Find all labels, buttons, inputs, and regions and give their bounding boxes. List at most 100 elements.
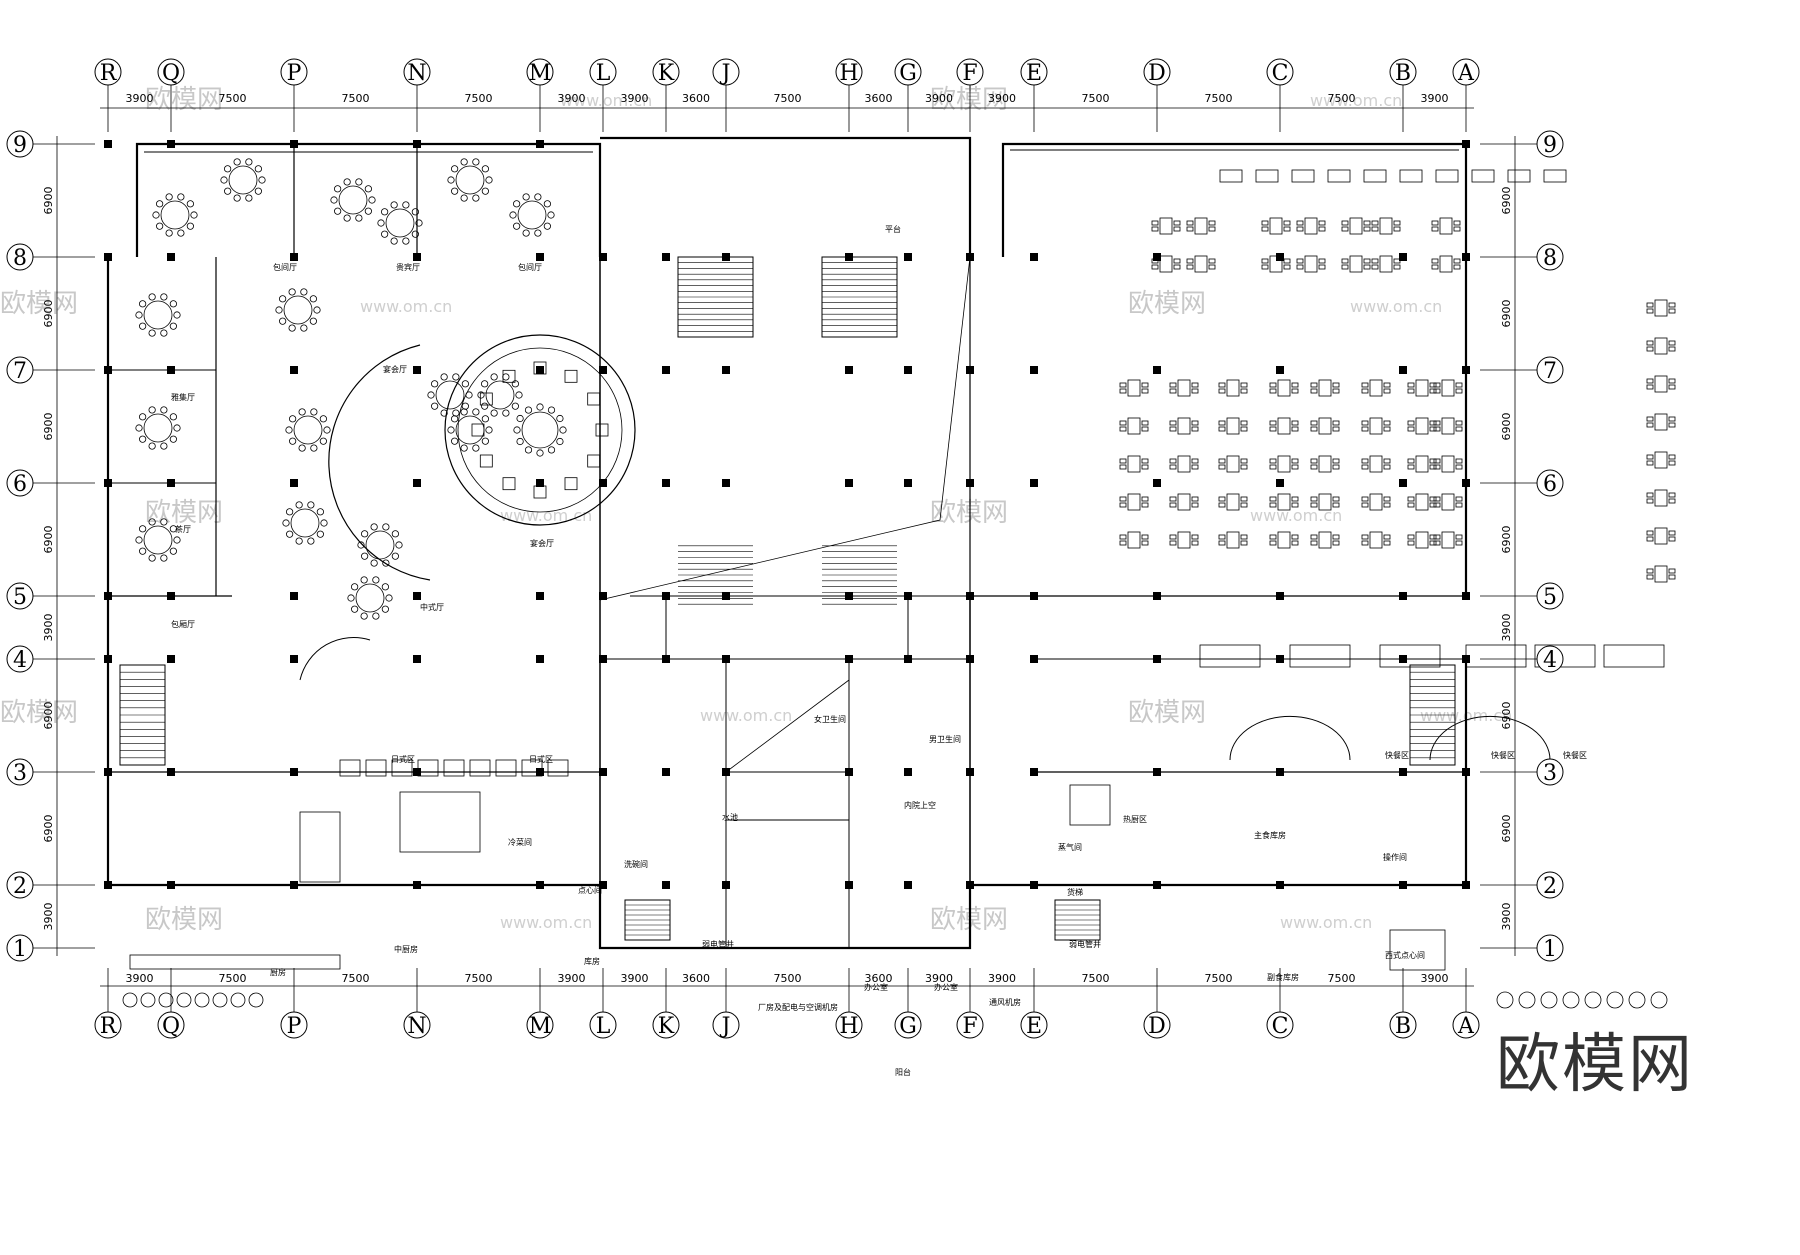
dining-col-1-chair (1141, 420, 1149, 426)
dining-north-col-3-table (1269, 255, 1283, 273)
dining-col-8-chair (1455, 464, 1463, 470)
stair-atrium-nw (677, 256, 754, 338)
dining-col-3-chair (1218, 382, 1226, 388)
kitchen-burner (194, 992, 210, 1008)
dining-col-4-chair (1291, 388, 1299, 394)
round-table-14-seat (372, 576, 380, 584)
round-table-6-seat (509, 211, 517, 219)
round-table-5-seat (460, 194, 468, 202)
round-table-1-seat (177, 229, 185, 237)
room-label-japanese2: 日式区 (529, 754, 553, 764)
dim-bottom-B: 3900 (1421, 972, 1449, 985)
watermark-logo-4: 欧模网 (0, 289, 78, 319)
structural-column (904, 479, 912, 487)
dim-top-Q: 7500 (219, 92, 247, 105)
round-table-2-seat (224, 187, 232, 195)
dining-col-4-chair (1269, 540, 1277, 546)
dining-north-col-2-chair (1186, 220, 1194, 226)
round-table-14-seat (372, 612, 380, 620)
dining-col-1-table (1127, 455, 1141, 473)
round-table-9-top (143, 525, 173, 555)
dining-col-2-chair (1191, 502, 1199, 508)
room-label-private3: 包间厅 (518, 262, 542, 272)
round-table-17 (477, 373, 523, 417)
structural-column (413, 592, 421, 600)
dim-right-3: 6900 (1500, 815, 1513, 843)
round-table-main-seat (536, 449, 544, 457)
round-table-12-seat (286, 508, 294, 516)
dining-col-7-chair (1407, 540, 1415, 546)
dining-north-col-4-table (1304, 255, 1318, 273)
dining-col-7-chair (1429, 388, 1437, 394)
service-counter-4 (1465, 644, 1527, 668)
round-table-14-top (355, 583, 385, 613)
round-table-11 (285, 408, 331, 452)
round-table-15-top (455, 415, 485, 445)
round-table-main-seat (513, 426, 521, 434)
dining-north-col-4-chair (1296, 258, 1304, 264)
round-table-8-seat (160, 406, 168, 414)
dining-north-col-2-table (1194, 217, 1208, 235)
round-table-11-seat (323, 426, 331, 434)
structural-column (722, 479, 730, 487)
dining-col-2-chair (1191, 426, 1199, 432)
dining-col-3-chair (1218, 534, 1226, 540)
round-table-8-seat (139, 413, 147, 421)
axis-label-bottom-C: C (1272, 1014, 1289, 1039)
round-table-17-seat (515, 391, 523, 399)
room-label-balcony: 阳台 (895, 1067, 911, 1077)
room-label-private6: 包厢厅 (171, 619, 195, 629)
japanese-counter-unit (417, 759, 439, 777)
room-label-office2: 办公室 (934, 982, 958, 992)
room-label-cooking: 操作间 (1383, 852, 1407, 862)
room-label-grocery: 副食库房 (1267, 972, 1299, 982)
axis-label-top-R: R (100, 61, 118, 86)
round-table-13-top (365, 530, 395, 560)
dim-left-7: 6900 (42, 413, 55, 441)
booth-table (1543, 169, 1567, 183)
watermark-url-10: www.om.cn (1280, 913, 1372, 932)
dining-north-col-2-chair (1208, 220, 1216, 226)
dining-col-3-chair (1218, 540, 1226, 546)
dining-col-2-chair (1191, 464, 1199, 470)
dining-col-7-table (1415, 493, 1429, 511)
round-table-10-seat (288, 288, 296, 296)
east-kitchen-burner (1628, 991, 1646, 1009)
dim-top-M: 3900 (558, 92, 586, 105)
round-table-5-seat (451, 187, 459, 195)
structural-column (1153, 479, 1161, 487)
dining-col-6-chair (1361, 540, 1369, 546)
dining-east-wall-col-chair (1646, 422, 1654, 428)
structural-column (599, 253, 607, 261)
kitchen-workstation (399, 791, 481, 853)
dining-col-3-chair (1240, 382, 1248, 388)
round-table-10-seat (313, 306, 321, 314)
banquet-ring-seat (587, 392, 601, 406)
dim-left-5: 3900 (42, 614, 55, 642)
axis-label-bottom-L: L (596, 1014, 611, 1039)
dining-east-wall-col-chair (1646, 340, 1654, 346)
dining-col-7-chair (1407, 496, 1415, 502)
round-table-13 (357, 523, 403, 567)
room-label-private2: 贵宾厅 (396, 262, 420, 272)
dining-east-wall-col-chair (1646, 416, 1654, 422)
japanese-counter-unit (521, 759, 543, 777)
east-kitchen-burner (1518, 991, 1536, 1009)
dining-col-7-table (1415, 455, 1429, 473)
dining-east-wall-col-table (1654, 527, 1668, 545)
room-label-steam: 蒸气间 (1058, 842, 1082, 852)
dim-top-C: 7500 (1328, 92, 1356, 105)
dining-col-2-chair (1169, 426, 1177, 432)
dining-col-2-chair (1169, 388, 1177, 394)
round-table-17-top (485, 380, 515, 410)
round-table-1-seat (177, 193, 185, 201)
dining-col-6-chair (1361, 534, 1369, 540)
dining-north-col-2-chair (1208, 226, 1216, 232)
round-table-5-seat (472, 194, 480, 202)
banquet-ring-seat (564, 477, 578, 491)
dim-bottom-H: 3600 (865, 972, 893, 985)
dining-north-col-1-chair (1151, 264, 1159, 270)
dining-north-col-1-chair (1151, 226, 1159, 232)
structural-column (599, 768, 607, 776)
axis-label-right-8: 8 (1543, 246, 1557, 271)
